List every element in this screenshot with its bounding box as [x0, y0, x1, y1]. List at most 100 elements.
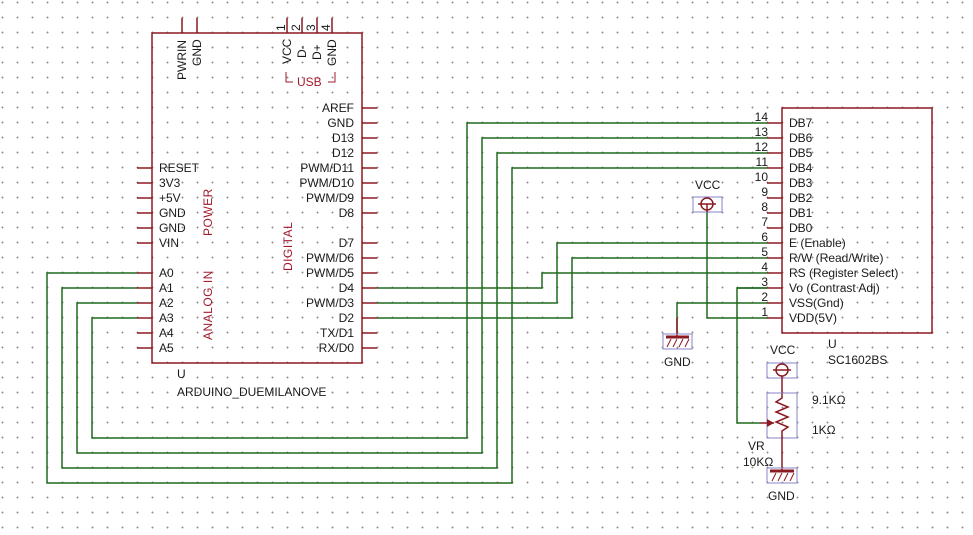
lcd-pin-num-13: 13	[755, 125, 769, 139]
gnd-label-1: GND	[664, 355, 691, 369]
pin-label-3v3: 3V3	[159, 176, 181, 190]
pin-label-gnd: GND	[159, 221, 186, 235]
lcd-pin-num-1: 1	[761, 305, 768, 319]
gnd-hatch-1	[666, 338, 690, 348]
pin-label-vin: VIN	[159, 236, 179, 250]
arduino-part-name: ARDUINO_DUEMILANOVE	[177, 385, 326, 399]
lcd-pin-num-11: 11	[756, 155, 769, 169]
wire-vr-wiper-vo[interactable]	[736, 287, 767, 424]
lcd-pin-num-9: 9	[761, 185, 768, 199]
resistor-zigzag-icon	[774, 394, 790, 438]
lcd-part-name: SC1602BS	[828, 353, 887, 367]
pin-label-reset: RESET	[159, 161, 200, 175]
gnd-label-2: GND	[768, 489, 795, 503]
usb-pin-label-dminus: D-	[295, 45, 309, 58]
usb-pin-num-4: 4	[319, 24, 333, 31]
lcd-pin-label-db2: DB2	[789, 191, 813, 205]
pin-label-a1: A1	[159, 281, 174, 295]
gnd-symbol-2[interactable]: GND	[766, 467, 798, 503]
pin-label-a0: A0	[159, 266, 174, 280]
lcd-pin-label-db1: DB1	[789, 206, 813, 220]
lcd-pin-label-db3: DB3	[789, 176, 813, 190]
pot-value: 10KΩ	[743, 455, 773, 469]
lcd-pin-label-r-w-read-write: R/W (Read/Write)	[789, 251, 883, 265]
pin-label-aref: AREF	[322, 101, 354, 115]
lcd-body	[781, 107, 933, 334]
pin-label-pwm-d6: PWM/D6	[306, 251, 354, 265]
pin-label-rx-d0: RX/D0	[319, 341, 355, 355]
pin-label-pwrin: PWRIN	[175, 40, 189, 80]
usb-bracket-right	[328, 72, 336, 83]
lcd-pin-label-vss-gnd: VSS(Gnd)	[789, 296, 844, 310]
pin-label-5v: +5V	[159, 191, 181, 205]
lcd-pin-label-db4: DB4	[789, 161, 813, 175]
lcd-pin-num-5: 5	[761, 245, 768, 259]
pin-label-d8: D8	[339, 206, 355, 220]
usb-pin-label-dplus: D+	[310, 44, 324, 60]
lcd-pin-num-10: 10	[755, 170, 769, 184]
lcd-pin-label-db5: DB5	[789, 146, 813, 160]
pin-label-a5: A5	[159, 341, 174, 355]
wire-a3-db7[interactable]	[91, 122, 767, 439]
pot-lower-value: 1KΩ	[812, 423, 836, 437]
arduino-component[interactable]: PWRIN GND 1 2 3 4 VCC D- D+ GND USB RESE…	[137, 18, 377, 399]
pot-upper-value: 9.1KΩ	[812, 393, 846, 407]
lcd-pin-label-db7: DB7	[789, 116, 813, 130]
wire-d2-rw[interactable]	[377, 257, 767, 319]
arduino-ref: U	[177, 367, 186, 381]
pin-label-tx-d1: TX/D1	[320, 326, 354, 340]
usb-pin-num-3: 3	[304, 24, 318, 31]
lcd-pin-label-rs-register-select: RS (Register Select)	[789, 266, 898, 280]
usb-bracket-left	[285, 72, 293, 83]
vcc-symbol-1[interactable]: VCC	[692, 178, 723, 213]
pin-label-pwm-d9: PWM/D9	[306, 191, 354, 205]
lcd-pin-num-4: 4	[761, 260, 768, 274]
lcd-pin-num-6: 6	[761, 230, 768, 244]
wire-d4-rs[interactable]	[377, 272, 767, 289]
pin-label-a4: A4	[159, 326, 174, 340]
pin-label-a2: A2	[159, 296, 174, 310]
lcd-pin-num-2: 2	[761, 290, 768, 304]
gnd-symbol-1[interactable]: GND	[662, 318, 693, 369]
usb-pin-num-2: 2	[289, 24, 303, 31]
vcc-label-2: VCC	[770, 343, 796, 357]
wires	[46, 122, 767, 484]
gnd-hatch-2	[771, 472, 795, 482]
vcc-symbol-2[interactable]: VCC	[766, 343, 798, 379]
pin-label-gnd: GND	[327, 116, 354, 130]
lcd-pin-label-db0: DB0	[789, 221, 813, 235]
usb-pin-num-1: 1	[274, 24, 288, 31]
pin-label-pwm-d11: PWM/D11	[300, 161, 354, 175]
lcd-pin-label-vdd-5v: VDD(5V)	[789, 311, 837, 325]
gnd-box-1	[662, 333, 693, 350]
pin-label-d7: D7	[339, 236, 355, 250]
lcd-ref: U	[828, 337, 837, 351]
lcd-pin-label-e-enable: E (Enable)	[789, 236, 846, 250]
wire-vcc-vdd[interactable]	[706, 212, 767, 319]
wire-a1-db5[interactable]	[61, 152, 767, 469]
wire-a0-db4[interactable]	[46, 167, 767, 484]
wire-d3-e[interactable]	[377, 242, 767, 304]
usb-pin-label-vcc: VCC	[280, 38, 294, 64]
section-label-analog-in: ANALOG IN	[201, 270, 215, 340]
gnd-box-2	[766, 467, 798, 484]
pin-label-gnd-top: GND	[190, 39, 204, 66]
pin-label-pwm-d10: PWM/D10	[299, 176, 354, 190]
vcc-label-1: VCC	[695, 178, 721, 192]
usb-pins: 1 2 3 4 VCC D- D+ GND USB	[274, 18, 339, 89]
pin-label-d12: D12	[332, 146, 354, 160]
usb-section-label: USB	[297, 75, 322, 89]
section-label-digital: DIGITAL	[281, 222, 295, 271]
lcd-pin-num-8: 8	[761, 200, 768, 214]
pin-label-gnd: GND	[159, 206, 186, 220]
usb-pin-label-gnd: GND	[325, 39, 339, 66]
wire-a2-db6[interactable]	[76, 137, 767, 454]
lcd-pin-label-db6: DB6	[789, 131, 813, 145]
potentiometer-vr[interactable]: 9.1KΩ 1KΩ VR 10KΩ	[743, 376, 846, 470]
lcd-pin-num-3: 3	[761, 275, 768, 289]
